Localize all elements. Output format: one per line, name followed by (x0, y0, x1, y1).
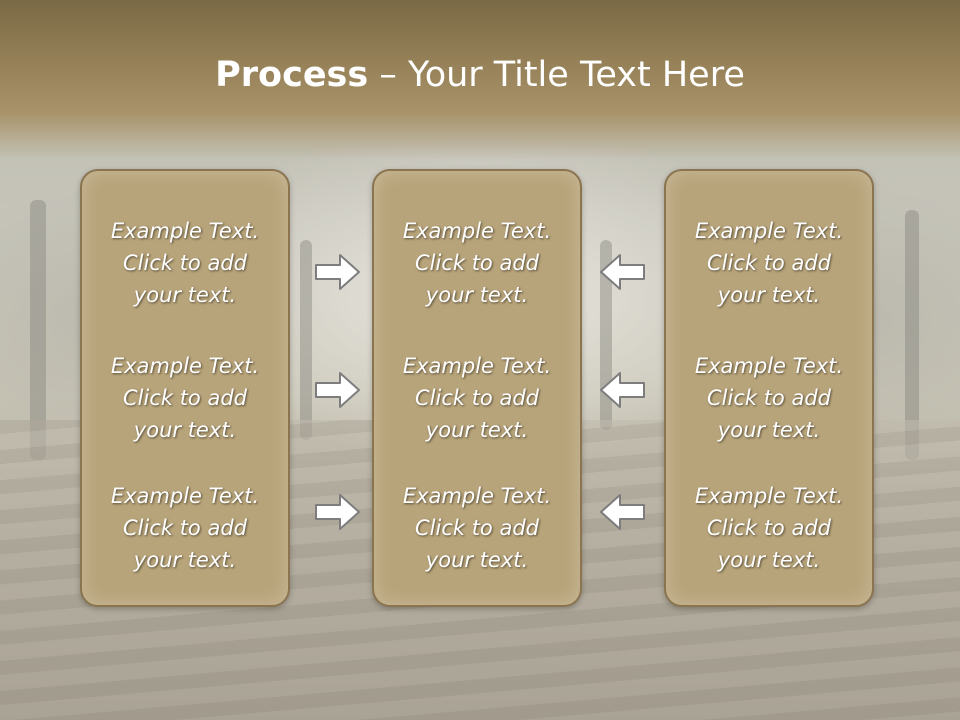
tree-trunk (30, 200, 46, 460)
arrow-right-icon (315, 254, 360, 290)
text-line: your text. (133, 548, 237, 572)
process-box-left[interactable]: Example Text. Click to add your text. Ex… (80, 169, 290, 607)
text-line: Example Text. (402, 484, 552, 508)
text-line: Click to add (414, 386, 539, 410)
text-line: Example Text. (402, 354, 552, 378)
arrow-left-icon (600, 372, 645, 408)
text-line: Click to add (122, 251, 247, 275)
text-placeholder[interactable]: Example Text. Click to add your text. (374, 350, 580, 446)
text-line: your text. (133, 283, 237, 307)
text-line: Click to add (414, 251, 539, 275)
text-line: your text. (717, 283, 821, 307)
text-line: your text. (717, 418, 821, 442)
text-line: Example Text. (110, 219, 260, 243)
text-line: Click to add (706, 386, 831, 410)
text-placeholder[interactable]: Example Text. Click to add your text. (666, 215, 872, 311)
text-line: your text. (133, 418, 237, 442)
arrow-right-icon (315, 372, 360, 408)
text-placeholder[interactable]: Example Text. Click to add your text. (82, 480, 288, 576)
text-line: Example Text. (110, 484, 260, 508)
title-bold: Process (215, 55, 369, 95)
process-box-right[interactable]: Example Text. Click to add your text. Ex… (664, 169, 874, 607)
tree-trunk (300, 240, 312, 440)
text-line: Click to add (414, 516, 539, 540)
arrow-left-icon (600, 494, 645, 530)
text-line: Example Text. (694, 484, 844, 508)
text-placeholder[interactable]: Example Text. Click to add your text. (374, 480, 580, 576)
text-placeholder[interactable]: Example Text. Click to add your text. (374, 215, 580, 311)
process-box-center[interactable]: Example Text. Click to add your text. Ex… (372, 169, 582, 607)
text-line: Click to add (122, 386, 247, 410)
text-placeholder[interactable]: Example Text. Click to add your text. (82, 215, 288, 311)
text-line: Click to add (122, 516, 247, 540)
text-line: Example Text. (402, 219, 552, 243)
title-rest: – Your Title Text Here (368, 55, 745, 95)
text-line: your text. (425, 283, 529, 307)
text-line: Example Text. (694, 219, 844, 243)
text-line: Click to add (706, 251, 831, 275)
text-line: Example Text. (110, 354, 260, 378)
title-band (0, 0, 960, 160)
text-placeholder[interactable]: Example Text. Click to add your text. (82, 350, 288, 446)
text-placeholder[interactable]: Example Text. Click to add your text. (666, 350, 872, 446)
tree-trunk (905, 210, 919, 460)
text-line: Click to add (706, 516, 831, 540)
slide-title[interactable]: Process – Your Title Text Here (0, 52, 960, 98)
text-line: Example Text. (694, 354, 844, 378)
text-placeholder[interactable]: Example Text. Click to add your text. (666, 480, 872, 576)
arrow-right-icon (315, 494, 360, 530)
text-line: your text. (717, 548, 821, 572)
text-line: your text. (425, 548, 529, 572)
arrow-left-icon (600, 254, 645, 290)
text-line: your text. (425, 418, 529, 442)
